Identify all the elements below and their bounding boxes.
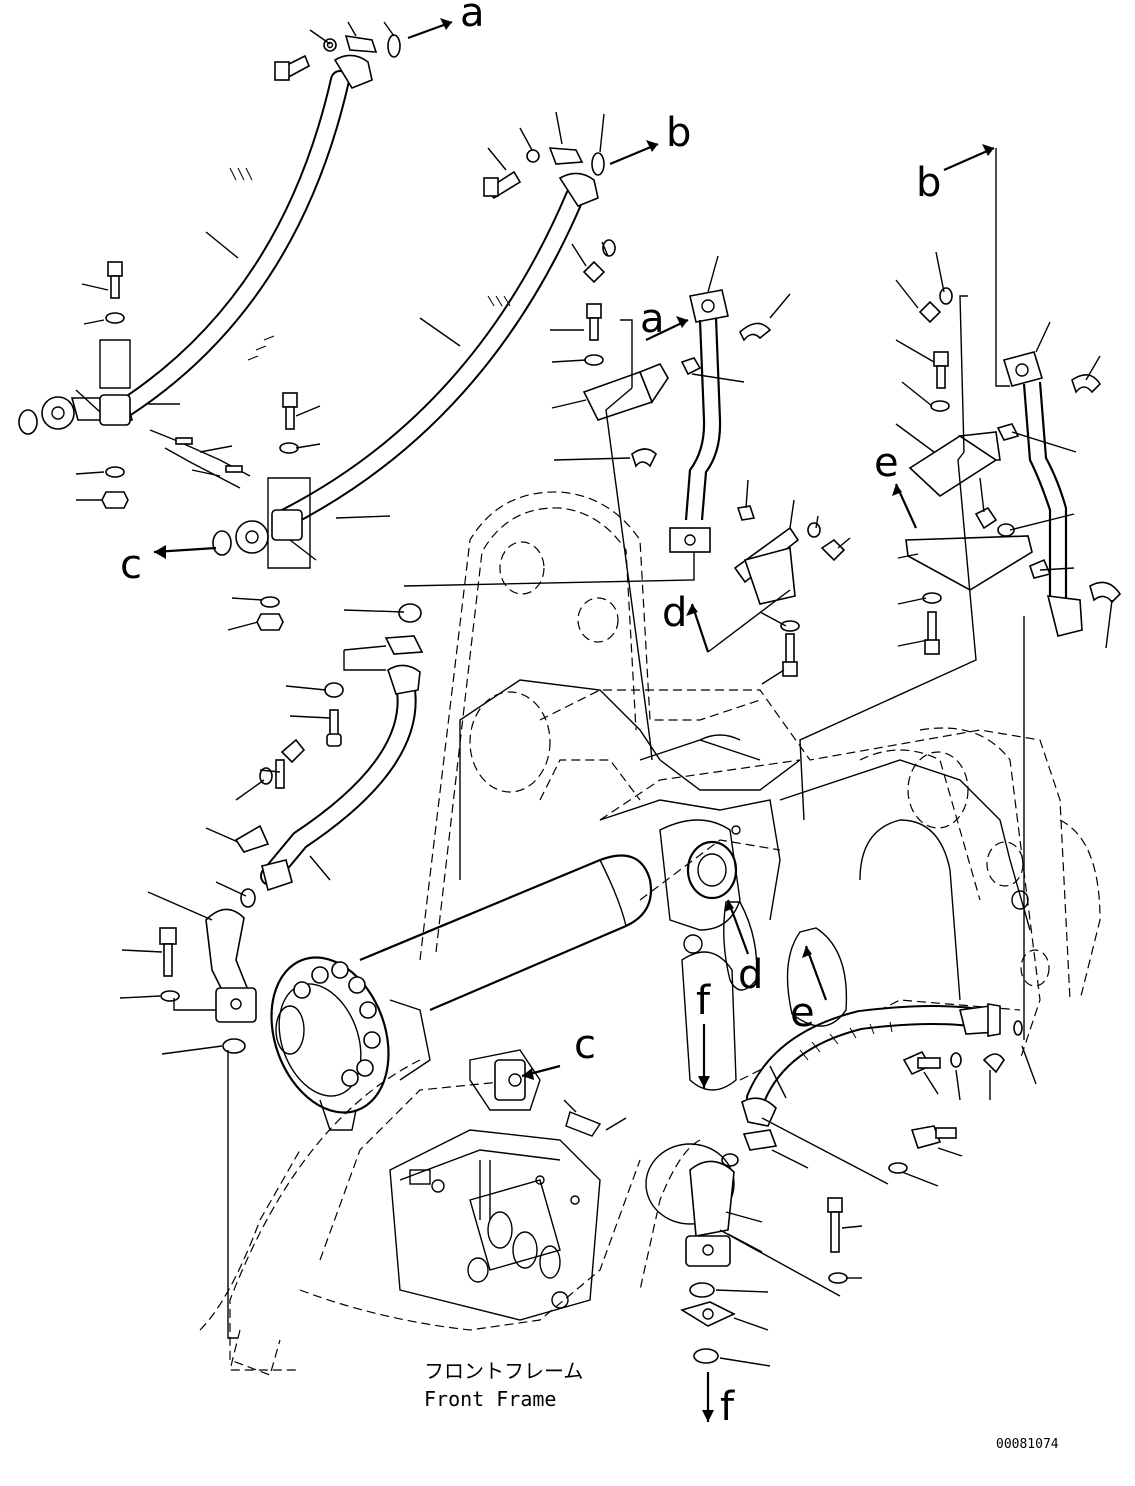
pipe-right	[905, 287, 1122, 655]
ref-letter-c-left: c	[120, 542, 142, 588]
left-mount-hardware	[99, 261, 311, 631]
hose-mid-left	[234, 603, 424, 908]
hose-b	[212, 147, 605, 556]
ref-letter-a-top: a	[460, 0, 485, 36]
ref-letter-d-bracket: d	[662, 590, 687, 636]
control-valve	[389, 1049, 602, 1321]
ref-letter-a-mid: a	[640, 296, 665, 342]
ref-letter-e-bracket: e	[874, 440, 899, 486]
caption-english: Front Frame	[424, 1387, 556, 1411]
ref-letter-f-bottom: f	[720, 1384, 735, 1430]
pipe-center	[582, 239, 846, 677]
elbow-left	[159, 908, 257, 1054]
leader-lines	[75, 21, 1113, 1367]
caption-japanese: フロントフレーム	[424, 1359, 583, 1383]
ref-letter-d-frame: d	[738, 952, 763, 998]
ref-letter-b-right: b	[916, 160, 941, 206]
reference-letters: a b b a e c d d e f c f	[120, 0, 941, 1430]
ref-letter-f-top: f	[696, 978, 711, 1024]
reference-arrows	[153, 18, 995, 1422]
ref-letter-b-top: b	[666, 110, 691, 156]
ref-letter-c-frame: c	[574, 1022, 596, 1068]
hose-a	[18, 34, 401, 435]
ref-letter-e-frame: e	[790, 990, 815, 1036]
hose-lower-right	[721, 1003, 1023, 1174]
hydraulic-cylinder	[270, 854, 653, 1131]
frame-caption: フロントフレーム Front Frame	[424, 1359, 583, 1411]
document-number: 00081074	[996, 1437, 1059, 1452]
elbow-lower	[645, 1143, 848, 1364]
front-frame-outline	[199, 491, 1101, 1376]
front-frame-solid	[459, 679, 1031, 1001]
